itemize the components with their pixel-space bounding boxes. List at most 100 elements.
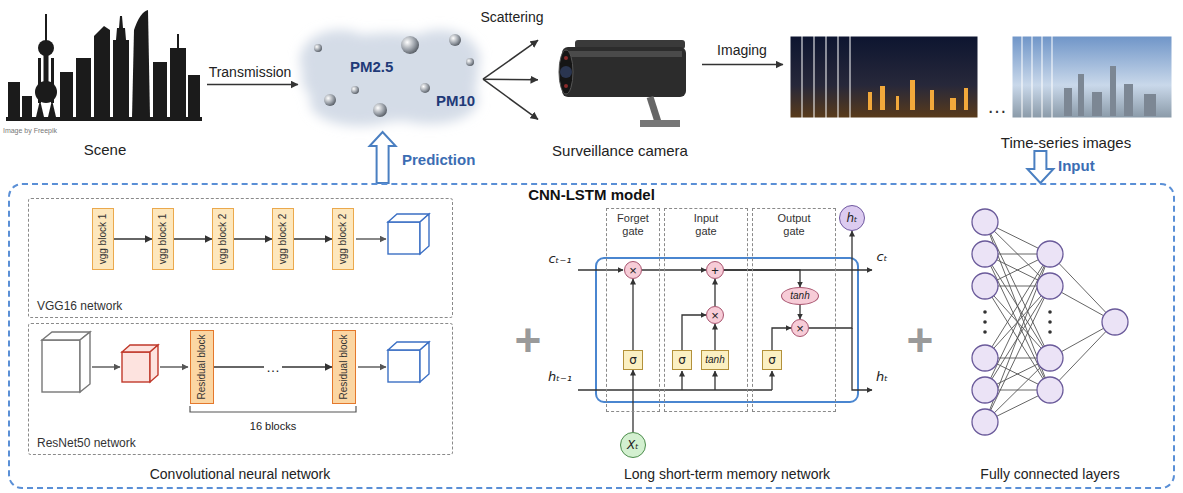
skyline: [60, 72, 73, 118]
skyline: [94, 26, 110, 118]
night-lights: [950, 98, 956, 110]
particles: [449, 34, 461, 46]
input-cube: [42, 332, 90, 392]
lstm-wires: [681, 371, 682, 390]
gate-box: Forget gate×σ: [606, 208, 660, 412]
node-text: Forget gate: [610, 212, 656, 237]
connector: [483, 40, 538, 79]
state-label: cₜ₋₁: [548, 252, 571, 267]
lstm-wires: [714, 371, 715, 390]
fc-ellipsis-dot: [983, 310, 987, 314]
vgg-block: vgg block 2: [212, 208, 234, 270]
hidden-state-circle: hₜ: [839, 205, 865, 231]
conv-cube: [122, 352, 150, 382]
model-frame: CNN-LSTM modelVGG16 networkvgg block 1vg…: [8, 183, 1175, 489]
input-circle: Xₜ: [620, 432, 646, 458]
connector: [294, 238, 332, 240]
vgg-block: vgg block 2: [272, 208, 294, 270]
fc-neuron: [972, 409, 998, 435]
residual-block: Residual block: [190, 330, 214, 404]
night-lights: [896, 96, 899, 110]
node-text: hₜ: [846, 212, 857, 224]
particles: [314, 44, 322, 52]
activation-box: σ: [672, 350, 692, 370]
lstm-wires: [771, 371, 772, 390]
plus-sign: +: [515, 314, 542, 367]
fc-link: [985, 254, 1050, 390]
fc-neuron: [1037, 273, 1063, 299]
node-text: vgg block 2: [217, 214, 229, 265]
connector: [724, 270, 800, 287]
surveillance-camera: [640, 120, 680, 127]
night-lights: [964, 88, 968, 110]
residual-block: Residual block: [332, 330, 356, 404]
skyline: [8, 82, 20, 118]
lstm-wires: [578, 389, 772, 390]
section-caption: Convolutional neural network: [150, 466, 331, 482]
fc-neuron: [972, 241, 998, 267]
day-buildings: [1110, 66, 1116, 116]
lstm-cell-frame: [596, 258, 858, 402]
node-text: ×: [711, 309, 719, 322]
vgg-output-cube: [388, 222, 420, 254]
day-frames: [1012, 36, 1172, 118]
connector: [632, 370, 633, 432]
node-text: σ: [768, 354, 776, 366]
night-lights: [880, 86, 885, 110]
connector: [632, 279, 633, 350]
edge-label: Transmission: [209, 64, 292, 80]
day-buildings: [1064, 88, 1072, 116]
connector: [714, 324, 715, 350]
skyline: [45, 14, 47, 42]
resnet-output-cube: [388, 342, 429, 382]
input-cube: [42, 340, 80, 392]
night-lights: [868, 80, 968, 110]
fc-neuron: [1037, 241, 1063, 267]
fc-ellipsis-dot: [1048, 310, 1052, 314]
lstm-wires: [578, 269, 623, 270]
particles: [373, 103, 387, 117]
pm-cloud-shape: [382, 76, 478, 124]
skyline: [188, 75, 200, 118]
edge-label: Input: [1058, 157, 1095, 174]
node-text: σ: [678, 354, 686, 366]
gate-box: Input gate+×σtanh: [664, 208, 748, 412]
plus-sign: +: [907, 314, 934, 367]
night-lights: [930, 90, 934, 110]
node-text: vgg block 1: [97, 214, 109, 265]
skyline: [177, 34, 179, 48]
node-text: Scene: [3, 141, 207, 158]
edge-label: Prediction: [402, 151, 475, 168]
skyline: [170, 48, 186, 118]
section-caption: Fully connected layers: [980, 466, 1119, 482]
particles: [420, 83, 430, 93]
vgg-block: vgg block 2: [332, 208, 354, 270]
surveillance-camera: [559, 50, 573, 94]
node-text: σ: [629, 354, 637, 366]
node-text: Output gate: [771, 212, 817, 237]
activation-box: tanh: [701, 350, 729, 370]
node-text: Input gate: [683, 212, 729, 237]
state-label: hₜ: [876, 370, 888, 385]
connector: [714, 279, 715, 306]
day-buildings: [1092, 92, 1102, 116]
skyline: [48, 100, 56, 117]
connector: [799, 305, 800, 319]
node-text: Time-series images: [953, 134, 1179, 151]
block-bracket: [190, 406, 356, 412]
skyline: [132, 10, 150, 118]
node-text: ×: [796, 322, 804, 335]
vgg-block: vgg block 1: [152, 208, 174, 270]
node-text: PM2.5: [350, 58, 393, 75]
connector: [682, 315, 706, 350]
node-text: vgg block 2: [337, 214, 349, 265]
surveillance-camera: [650, 97, 658, 122]
section-caption: Long short-term memory network: [624, 466, 830, 482]
skyline: [76, 58, 91, 118]
operator-circle: ×: [706, 306, 724, 324]
node-text: Xₜ: [627, 439, 639, 451]
skyline: [38, 40, 54, 56]
block-arrow: [1027, 151, 1053, 183]
network-box: ResNet50 networkResidual blockResidual b…: [28, 323, 453, 455]
pm-cloud-shape: [300, 30, 480, 126]
